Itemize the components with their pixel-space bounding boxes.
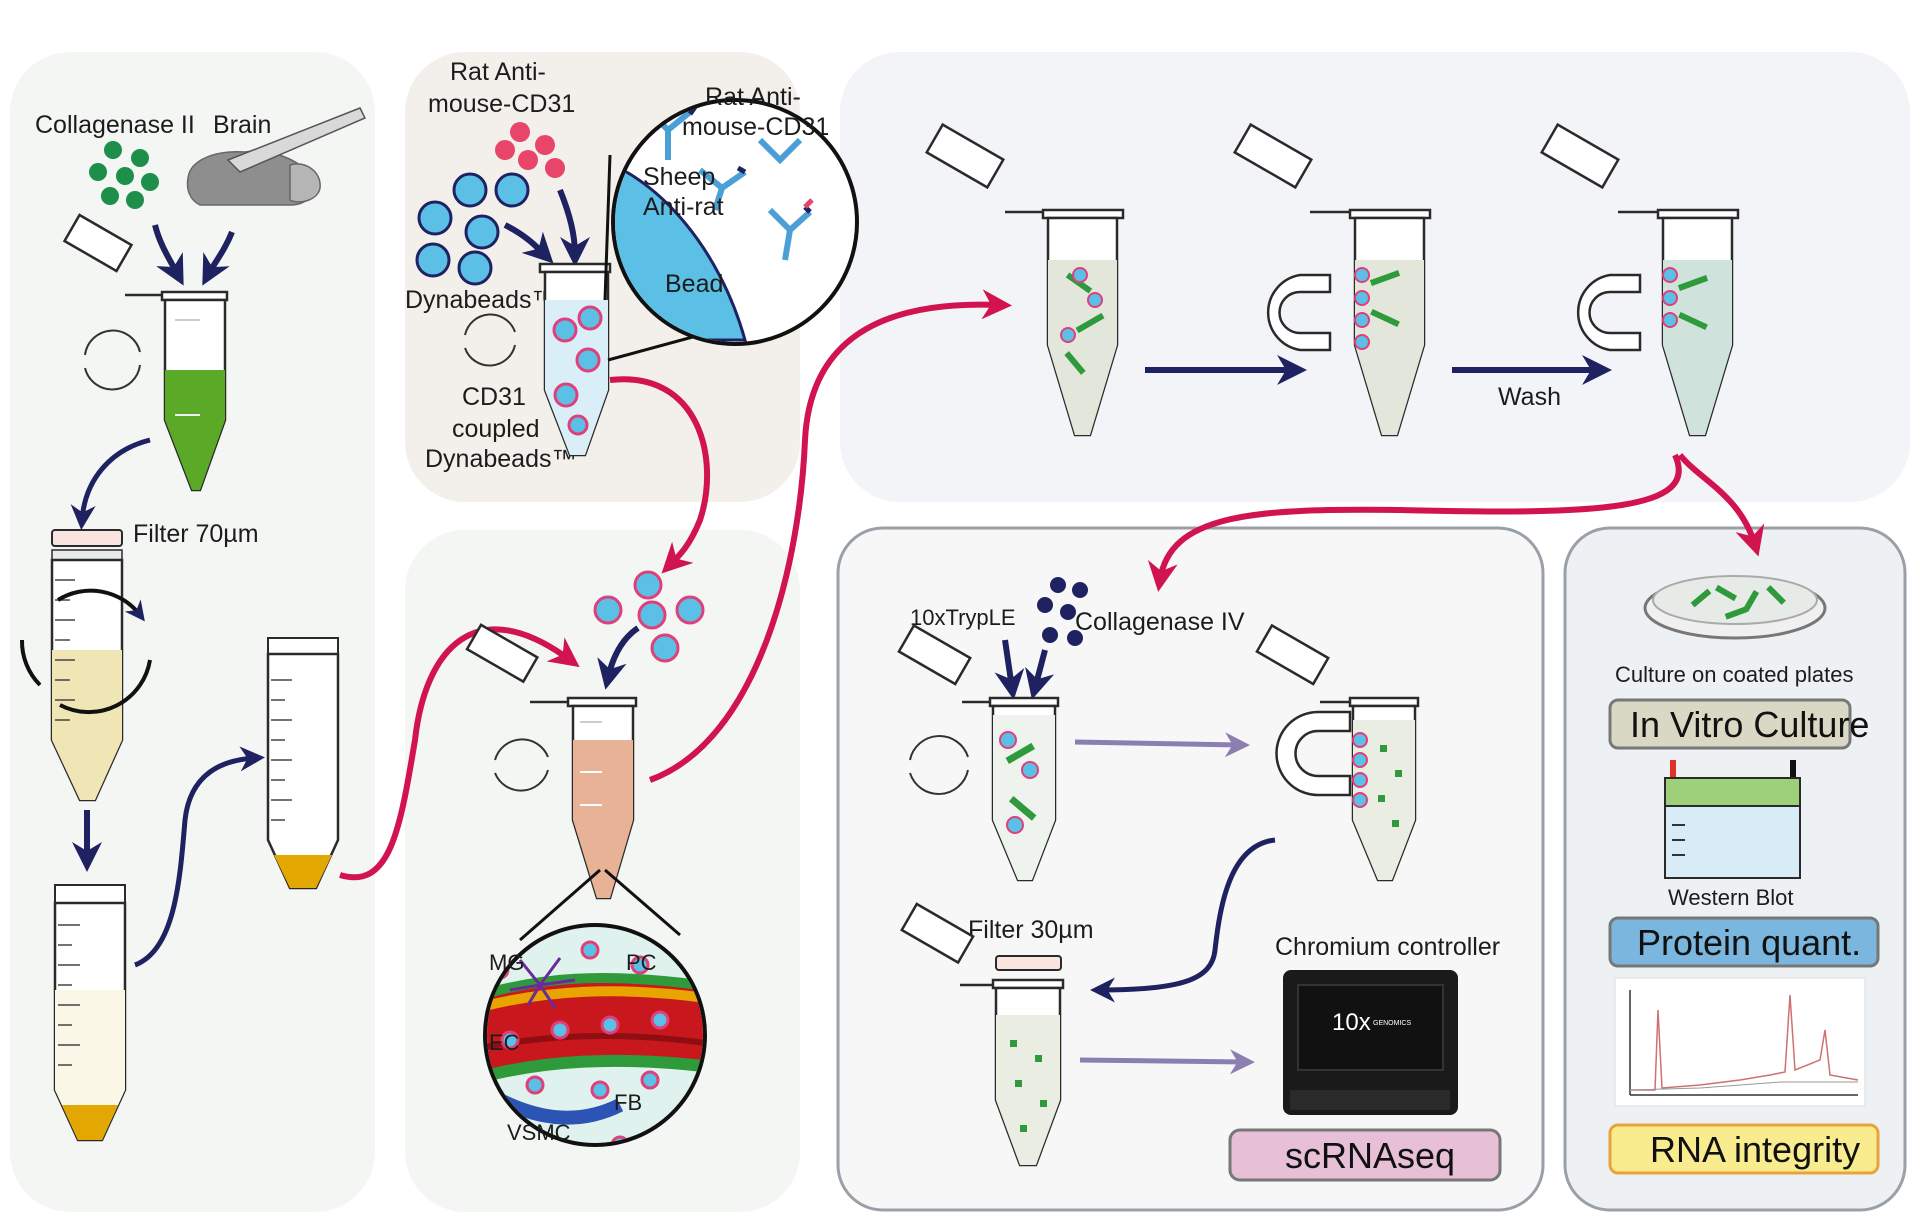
arrow-magnet-to-filter [1090,837,1276,1003]
arrow-collagenase-to-tube [152,224,184,286]
protein-label: Protein quant. [1637,922,1861,963]
arrow-digest-to-magnet [1074,732,1250,758]
arrow-brain-to-tube [202,230,235,286]
chromium-controller-icon: 10x GENOMICS [1283,970,1458,1115]
arrow-tube4-to-capture [339,626,580,881]
scrnaseq-box [1228,1128,1502,1182]
arrow-tube3-to-tube4 [133,746,265,968]
rotate-icon-4 [909,735,969,795]
collagenase-iv-dots [1037,577,1088,646]
arrow-tube1-to-filter [70,437,151,530]
tube-pellet-2 [266,637,340,890]
culture-label: Culture on coated plates [1615,662,1854,687]
chromium-label: Chromium controller [1275,933,1500,961]
tube-mag-3 [1539,122,1740,437]
capture-beads [593,570,705,663]
zoom-line-1 [603,154,612,301]
cd31-label-c: Dynabeads™ [425,445,576,473]
collagenase-ii-label: Collagenase II [35,111,195,139]
western-blot-icon [1664,760,1801,879]
tube-filter-70 [50,529,124,802]
in-vitro-label: In Vitro Culture [1630,704,1869,745]
arrow-mag3-to-assays [1677,453,1765,557]
tube-digest-2 [897,623,1060,882]
rna-label: RNA integrity [1650,1129,1860,1170]
mg-label: MG [489,950,524,975]
protein-box [1608,916,1880,968]
cd31-label-a: CD31 [462,383,526,411]
rna-electropherogram-icon [1614,977,1866,1107]
arrow-capture-to-magnet [648,289,1012,783]
rat-anti-label-2b: mouse-CD31 [682,113,829,141]
brain-icon [186,107,367,206]
tryple-label: 10xTrypLE [910,605,1016,630]
vsmc-label: VSMC [507,1120,571,1145]
arrow-coupling-to-capture [609,376,711,574]
tube-mag-4 [1255,623,1420,882]
magnet-3 [1275,710,1352,797]
magnet-2 [1576,273,1642,352]
zoom-line-2 [607,333,701,362]
rotate-icon-3 [494,738,549,792]
tube-pellet-1 [53,884,127,1142]
brain-label: Brain [213,111,271,139]
culture-plate-icon [1643,575,1827,640]
arrow-mag3-split [1147,453,1682,592]
tenx-logo: 10x [1332,1009,1371,1036]
in-vitro-box [1608,698,1852,750]
western-blot-label: Western Blot [1668,885,1794,910]
rotate-icon-2 [464,313,516,367]
rat-anti-label-1a: Rat Anti- [450,58,546,86]
bead-label: Bead [665,270,723,298]
tube-filter-30 [900,902,1065,1167]
zoom-vessel-tissue [483,923,707,1147]
magnet-1 [1266,273,1332,352]
ec-label: EC [489,1030,520,1055]
tissue-zoom-line-1 [519,868,601,942]
rna-box [1608,1123,1880,1175]
tube-digestion [62,213,229,492]
genomics-logo: GENOMICS [1373,1020,1411,1027]
arrow-antibody-to-tube [557,188,590,267]
rat-anti-label-2a: Rat Anti- [705,83,801,111]
antibody-dots [495,122,565,178]
tube-mag-2 [1232,122,1432,437]
arrow-beads-to-tube [503,222,554,264]
collagenase-iv-label: Collagenase IV [1075,608,1245,636]
arrow-tryple-in [994,639,1025,700]
scrnaseq-label: scRNAseq [1285,1135,1455,1176]
dynabeads-label: Dynabeads™ [405,286,556,314]
dynabeads-group [415,172,530,286]
zoom-antibody-bead [611,98,859,346]
cd31-label-b: coupled [452,415,540,443]
arrow-filter-to-chromium [1079,1049,1255,1075]
rat-anti-label-1b: mouse-CD31 [428,90,575,118]
tube-capture [465,623,638,900]
wash-label: Wash [1498,383,1561,411]
fb-label: FB [614,1090,642,1115]
sheep-label-b: Anti-rat [643,193,724,221]
centrifuge-icon [19,588,152,715]
arrow-beads-to-capture-tube [597,625,640,690]
sheep-label-a: Sheep [643,163,715,191]
tube-mag-1 [924,122,1125,437]
tissue-zoom-line-2 [604,868,681,937]
pc-label: PC [626,950,657,975]
tube-coupling [538,262,612,457]
arrow-collagenase-iv-in [1025,649,1055,700]
rotate-icon [84,329,141,391]
filter-30-label: Filter 30µm [968,916,1094,944]
collagenase-ii-dots [89,141,159,209]
filter-70-label: Filter 70µm [133,520,259,548]
